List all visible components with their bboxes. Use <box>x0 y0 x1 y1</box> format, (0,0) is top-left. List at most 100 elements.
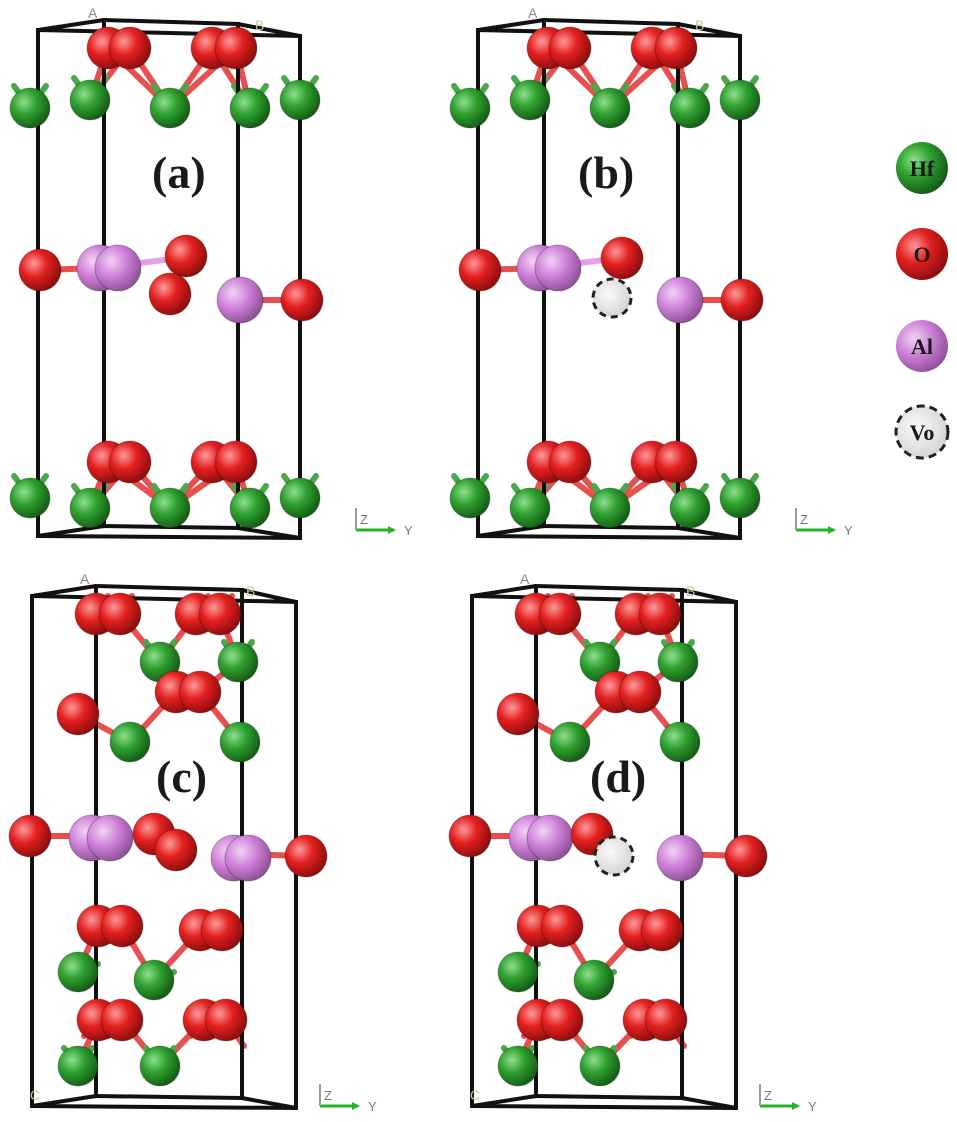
axis-label-y: Y <box>844 523 853 538</box>
oxygen-vacancy-icon <box>591 277 633 319</box>
hf-atom <box>133 959 175 1001</box>
hf-atom <box>149 87 191 129</box>
al-atom <box>534 244 582 292</box>
o-atom <box>164 234 208 278</box>
o-atom <box>720 278 764 322</box>
hf-atom <box>549 721 591 763</box>
o-atom <box>654 440 698 484</box>
axis-label-z: Z <box>764 1088 772 1103</box>
o-atom <box>108 26 152 70</box>
hf-atom <box>217 641 259 683</box>
o-atom <box>458 248 502 292</box>
axis-triad-icon: ZY <box>319 1084 377 1114</box>
corner-label-c: C <box>30 1087 40 1103</box>
hf-atom <box>279 79 321 121</box>
hf-atom <box>279 477 321 519</box>
o-atom <box>618 670 662 714</box>
legend-item-o: O <box>896 228 948 280</box>
o-atom <box>724 834 768 878</box>
hf-atom <box>659 721 701 763</box>
o-atom <box>154 828 198 872</box>
hf-atom <box>449 87 491 129</box>
o-atom <box>100 904 144 948</box>
corner-label-a: A <box>80 571 90 587</box>
o-atom <box>214 440 258 484</box>
corner-label-b: B <box>246 583 255 599</box>
hf-atom <box>573 959 615 1001</box>
legend-label-o: O <box>913 242 930 267</box>
o-atom <box>540 998 584 1042</box>
legend-vacancy-icon <box>894 404 950 460</box>
o-atom <box>178 670 222 714</box>
legend-label-al: Al <box>911 334 933 359</box>
al-atom <box>94 244 142 292</box>
o-atom <box>280 278 324 322</box>
o-atom <box>548 26 592 70</box>
legend-label-vo: Vo <box>910 420 935 445</box>
hf-atom <box>497 1045 539 1087</box>
legend-o-swatch-icon <box>896 228 948 280</box>
legend-label-hf: Hf <box>910 156 935 181</box>
o-atom <box>548 440 592 484</box>
hf-atom <box>669 87 711 129</box>
o-atom <box>100 998 144 1042</box>
o-atom <box>18 248 62 292</box>
o-atom <box>56 692 100 736</box>
hf-atom <box>69 487 111 529</box>
panel-label-c: (c) <box>156 751 208 802</box>
hf-atom <box>229 487 271 529</box>
hf-atom <box>9 477 51 519</box>
legend-al-swatch-icon <box>896 320 948 372</box>
hf-atom <box>139 1045 181 1087</box>
hf-atom <box>669 487 711 529</box>
hf-atom <box>509 79 551 121</box>
hf-atom <box>9 87 51 129</box>
oxygen-vacancy-icon <box>593 835 635 877</box>
o-atom <box>448 814 492 858</box>
panel-label-b: (b) <box>578 147 635 198</box>
atoms-layer <box>8 26 768 1087</box>
corner-label-a: A <box>88 5 98 21</box>
hf-atom <box>719 79 761 121</box>
corner-label-b: B <box>686 583 695 599</box>
axis-label-y: Y <box>808 1099 817 1114</box>
axis-label-y: Y <box>404 523 413 538</box>
al-atom <box>656 276 704 324</box>
axis-triad-icon: ZY <box>759 1084 817 1114</box>
hf-atom <box>57 1045 99 1087</box>
legend-hf-swatch-icon <box>896 142 948 194</box>
o-atom <box>98 592 142 636</box>
hf-atom <box>579 1045 621 1087</box>
o-atom <box>148 272 192 316</box>
o-atom <box>200 908 244 952</box>
hf-atom <box>497 951 539 993</box>
o-atom <box>644 998 688 1042</box>
hf-atom <box>219 721 261 763</box>
legend-item-vo: Vo <box>894 404 950 460</box>
hf-atom <box>719 477 761 519</box>
axis-triad-icon: ZY <box>795 508 853 538</box>
o-atom <box>198 592 242 636</box>
axis-label-z: Z <box>324 1088 332 1103</box>
hf-atom <box>229 87 271 129</box>
legend-item-al: Al <box>896 320 948 372</box>
o-atom <box>538 592 582 636</box>
corner-label-b: B <box>255 17 264 33</box>
al-atom <box>86 814 134 862</box>
o-atom <box>654 26 698 70</box>
axis-triad-icon: ZY <box>355 508 413 538</box>
o-atom <box>284 834 328 878</box>
o-atom <box>640 908 684 952</box>
hf-atom <box>589 487 631 529</box>
hf-atom <box>69 79 111 121</box>
axis-label-y: Y <box>368 1099 377 1114</box>
hf-atom <box>57 951 99 993</box>
axis-label-z: Z <box>800 512 808 527</box>
al-atom <box>656 834 704 882</box>
o-atom <box>540 904 584 948</box>
al-atom <box>526 814 574 862</box>
corner-label-a: A <box>520 571 530 587</box>
hf-atom <box>149 487 191 529</box>
